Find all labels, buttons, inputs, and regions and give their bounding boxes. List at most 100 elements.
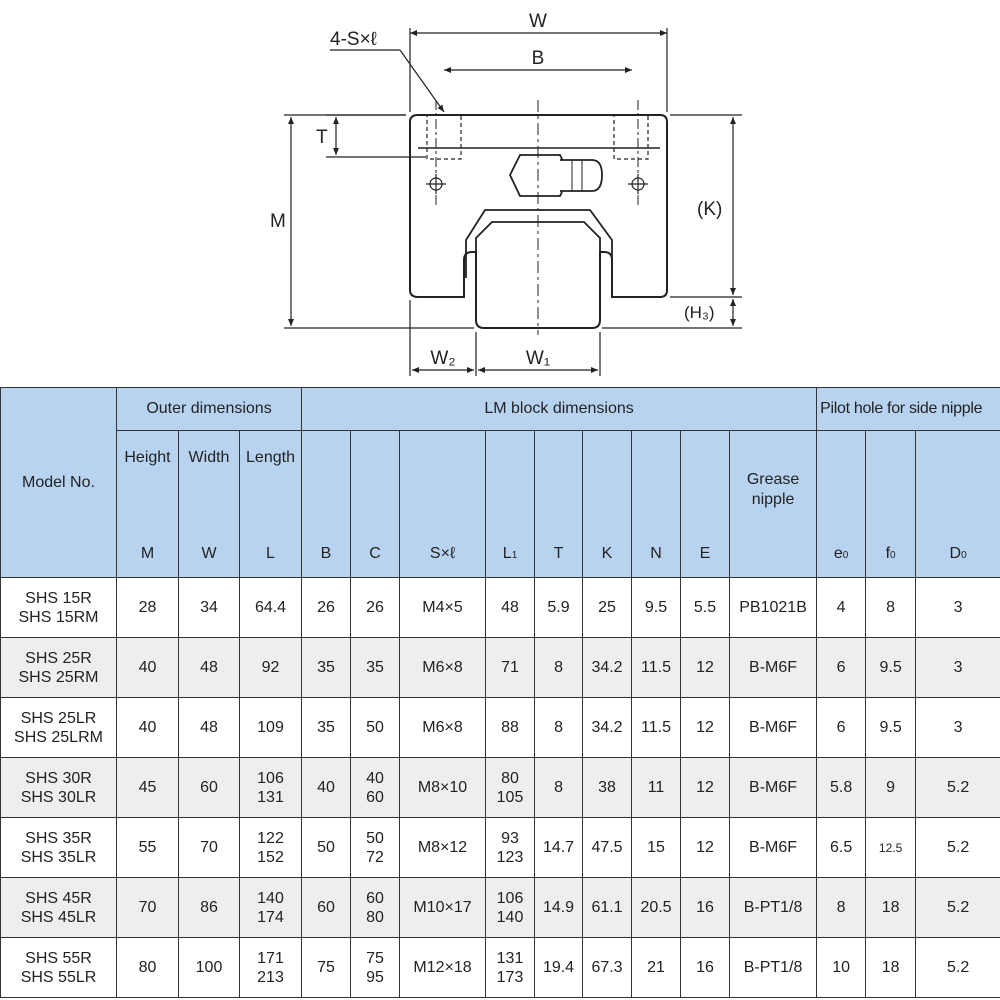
dimension-M bbox=[284, 114, 474, 329]
cell-e0: 10 bbox=[816, 937, 867, 998]
cell-L1: 71 bbox=[485, 637, 536, 698]
cell-grease-nipple: B-M6F bbox=[729, 697, 818, 758]
cell-f0: 18 bbox=[865, 937, 917, 998]
cell-D0: 5.2 bbox=[915, 937, 1000, 998]
rail-outline bbox=[465, 209, 613, 278]
header-B: B bbox=[301, 430, 352, 578]
grease-nipple bbox=[508, 154, 603, 197]
cell-S-l: M12×18 bbox=[399, 937, 487, 998]
cell-f0: 9.5 bbox=[865, 637, 917, 698]
cell-B: 60 bbox=[301, 877, 352, 938]
cell-N: 11.5 bbox=[631, 697, 682, 758]
cell-e0: 5.8 bbox=[816, 757, 867, 818]
cell-L1: 48 bbox=[485, 577, 536, 638]
cell-f0: 8 bbox=[865, 577, 917, 638]
cell-L1: 88 bbox=[485, 697, 536, 758]
header-outer-dimensions: Outer dimensions bbox=[115, 387, 303, 431]
cell-M: 45 bbox=[116, 757, 179, 818]
cell-M: 40 bbox=[116, 637, 179, 698]
header-grease-nipple: Grease nipple bbox=[729, 430, 818, 578]
cell-K: 67.3 bbox=[582, 937, 633, 998]
tapped-hole-right bbox=[613, 114, 649, 194]
cell-L: 109 bbox=[238, 697, 303, 758]
cell-K: 25 bbox=[582, 577, 633, 638]
label-H3: (H₃) bbox=[684, 303, 715, 322]
cell-D0: 5.2 bbox=[915, 757, 1000, 818]
cell-E: 5.5 bbox=[680, 577, 731, 638]
cell-S-l: M8×10 bbox=[399, 757, 487, 818]
header-N: N bbox=[631, 430, 682, 578]
cell-grease-nipple: PB1021B bbox=[729, 577, 818, 638]
cell-T: 8 bbox=[534, 697, 584, 758]
cell-B: 35 bbox=[301, 697, 352, 758]
header-pilot-hole: Pilot hole for side nipple bbox=[816, 387, 1000, 431]
cell-grease-nipple: B-M6F bbox=[729, 757, 818, 818]
cell-C: 26 bbox=[350, 577, 401, 638]
cell-e0: 6 bbox=[816, 637, 867, 698]
cell-e0: 4 bbox=[816, 577, 867, 638]
cell-W: 48 bbox=[178, 697, 240, 758]
header-C: C bbox=[350, 430, 401, 578]
cell-S-l: M6×8 bbox=[399, 637, 487, 698]
cell-K: 34.2 bbox=[582, 697, 633, 758]
cell-grease-nipple: B-PT1/8 bbox=[729, 877, 818, 938]
cell-E: 12 bbox=[680, 697, 731, 758]
header-f0: f0 bbox=[865, 430, 917, 578]
cell-f0: 9.5 bbox=[865, 697, 917, 758]
cell-W: 60 bbox=[178, 757, 240, 818]
cell-E: 16 bbox=[680, 877, 731, 938]
cell-N: 9.5 bbox=[631, 577, 682, 638]
label-K: (K) bbox=[697, 199, 722, 220]
cell-E: 12 bbox=[680, 637, 731, 698]
cell-T: 8 bbox=[534, 637, 584, 698]
cell-T: 19.4 bbox=[534, 937, 584, 998]
header-T: T bbox=[534, 430, 584, 578]
label-W2: W₂ bbox=[430, 348, 455, 369]
cell-T: 5.9 bbox=[534, 577, 584, 638]
cell-f0: 9 bbox=[865, 757, 917, 818]
block-outline bbox=[409, 114, 668, 329]
label-W: W bbox=[529, 11, 547, 32]
cell-B: 35 bbox=[301, 637, 352, 698]
cell-B: 50 bbox=[301, 817, 352, 878]
cell-W: 86 bbox=[178, 877, 240, 938]
cell-D0: 5.2 bbox=[915, 817, 1000, 878]
cell-W: 70 bbox=[178, 817, 240, 878]
cell-B: 40 bbox=[301, 757, 352, 818]
label-hole: 4-S×ℓ bbox=[330, 29, 377, 50]
label-T: T bbox=[316, 127, 328, 148]
cell-e0: 8 bbox=[816, 877, 867, 938]
cell-f0: 12.5 bbox=[865, 817, 917, 878]
cell-W: 48 bbox=[178, 637, 240, 698]
cell-B: 26 bbox=[301, 577, 352, 638]
header-lm-block-dimensions: LM block dimensions bbox=[301, 387, 818, 431]
cell-K: 38 bbox=[582, 757, 633, 818]
cell-E: 12 bbox=[680, 757, 731, 818]
header-S-l: S×ℓ bbox=[399, 430, 487, 578]
cell-M: 55 bbox=[116, 817, 179, 878]
cell-e0: 6.5 bbox=[816, 817, 867, 878]
dimension-W2-W1 bbox=[409, 300, 601, 376]
dimension-W bbox=[409, 28, 668, 112]
cell-D0: 3 bbox=[915, 697, 1000, 758]
cell-D0: 5.2 bbox=[915, 877, 1000, 938]
cell-L: 64.4 bbox=[238, 577, 303, 638]
cell-L: 92 bbox=[238, 637, 303, 698]
cell-e0: 6 bbox=[816, 697, 867, 758]
cell-D0: 3 bbox=[915, 637, 1000, 698]
